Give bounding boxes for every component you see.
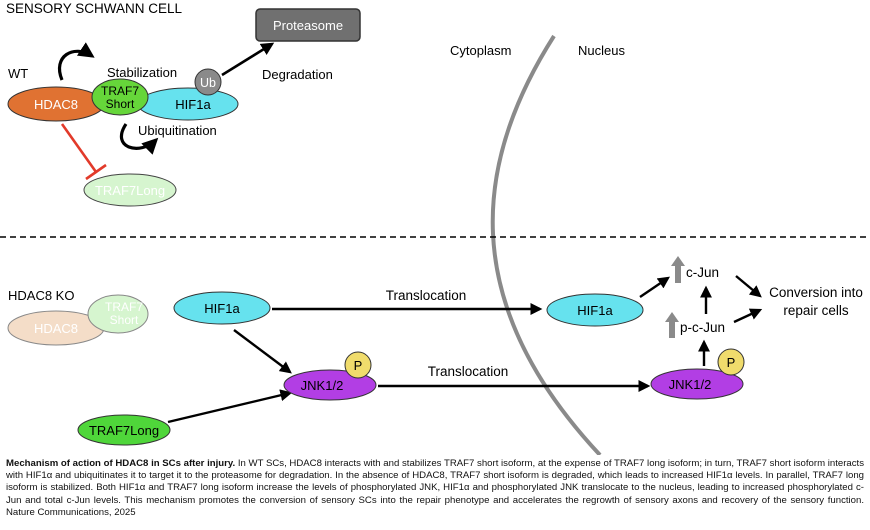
c-jun-increase-icon	[671, 256, 685, 283]
traf7-short-wt-line1: TRAF7	[101, 84, 139, 98]
conversion-line2: repair cells	[783, 303, 849, 318]
hif1a-nucleus	[546, 293, 644, 327]
inhibition-bar	[85, 163, 107, 181]
c-jun-to-conversion-arrow	[735, 275, 762, 298]
c-jun-label: c-Jun	[686, 265, 719, 280]
degradation-label: Degradation	[262, 67, 333, 82]
p-c-jun-increase-icon	[665, 312, 679, 338]
traf7-short-ko-line2: Short	[110, 313, 139, 327]
ubiquitin-label: Ub	[200, 76, 216, 90]
proteasome-label: Proteasome	[273, 18, 343, 33]
figure-caption: Mechanism of action of HDAC8 in SCs afte…	[6, 458, 864, 519]
cytoplasm-label: Cytoplasm	[450, 43, 511, 58]
ko-label: HDAC8 KO	[8, 288, 74, 303]
traf7-long-wt-label: TRAF7Long	[95, 183, 165, 198]
hif1a-ko-label: HIF1a	[204, 301, 240, 316]
ubiquitination-label: Ubiquitination	[138, 123, 217, 138]
jnk-nucleus	[650, 368, 744, 400]
traf7-short-ko-line1: TRAF7	[105, 300, 143, 314]
hif1a-to-jnk-arrow	[233, 329, 292, 374]
caption-bold: Mechanism of action of HDAC8 in SCs afte…	[6, 458, 236, 469]
nucleus-label: Nucleus	[578, 43, 625, 58]
nuclear-envelope-curve	[490, 34, 602, 455]
traf7-long-ko-label: TRAF7Long	[89, 423, 159, 438]
traf7long-to-jnk-arrow	[167, 389, 293, 424]
ubiquitination-arrow	[119, 123, 159, 155]
degradation-arrow	[221, 42, 275, 77]
hif1a-to-c-jun-arrow	[639, 276, 670, 298]
phospho-label-nucleus: P	[727, 355, 736, 370]
translocation-bottom-label: Translocation	[428, 364, 509, 379]
caption-text: In WT SCs, HDAC8 interacts with and stab…	[6, 458, 864, 518]
jnk-ko-label: JNK1/2	[301, 378, 344, 393]
phospho-badge-nucleus	[717, 348, 745, 376]
proteasome-box	[255, 8, 361, 42]
traf7-long-ko	[77, 414, 171, 446]
inhibition-line	[60, 123, 98, 173]
hif1a-nucleus-label: HIF1a	[577, 303, 613, 318]
phospho-badge-cytoplasm	[344, 351, 372, 379]
p-c-jun-to-conversion-arrow	[733, 308, 763, 324]
hif1a-wt-label: HIF1a	[175, 97, 211, 112]
hdac8-wt-label: HDAC8	[34, 97, 78, 112]
stabilization-arrow	[58, 42, 95, 81]
wt-label: WT	[8, 66, 28, 81]
hdac8-ko-label: HDAC8	[34, 321, 78, 336]
mechanism-diagram: SENSORY SCHWANN CELL Cytoplasm Nucleus W…	[0, 1, 870, 455]
traf7-short-ko	[87, 294, 149, 334]
traf7-long-wt	[83, 173, 177, 207]
phospho-label-cytoplasm: P	[354, 358, 363, 373]
diagram-title: SENSORY SCHWANN CELL	[6, 1, 183, 16]
jnk-nucleus-label: JNK1/2	[669, 377, 712, 392]
conversion-line1: Conversion into	[769, 285, 863, 300]
hif1a-ko	[173, 291, 271, 325]
p-c-jun-label: p-c-Jun	[680, 320, 725, 335]
stabilization-label: Stabilization	[107, 65, 177, 80]
traf7-short-wt-line2: Short	[106, 97, 135, 111]
traf7-short-wt	[91, 78, 149, 116]
translocation-top-label: Translocation	[386, 288, 467, 303]
ubiquitin-badge	[194, 68, 222, 96]
